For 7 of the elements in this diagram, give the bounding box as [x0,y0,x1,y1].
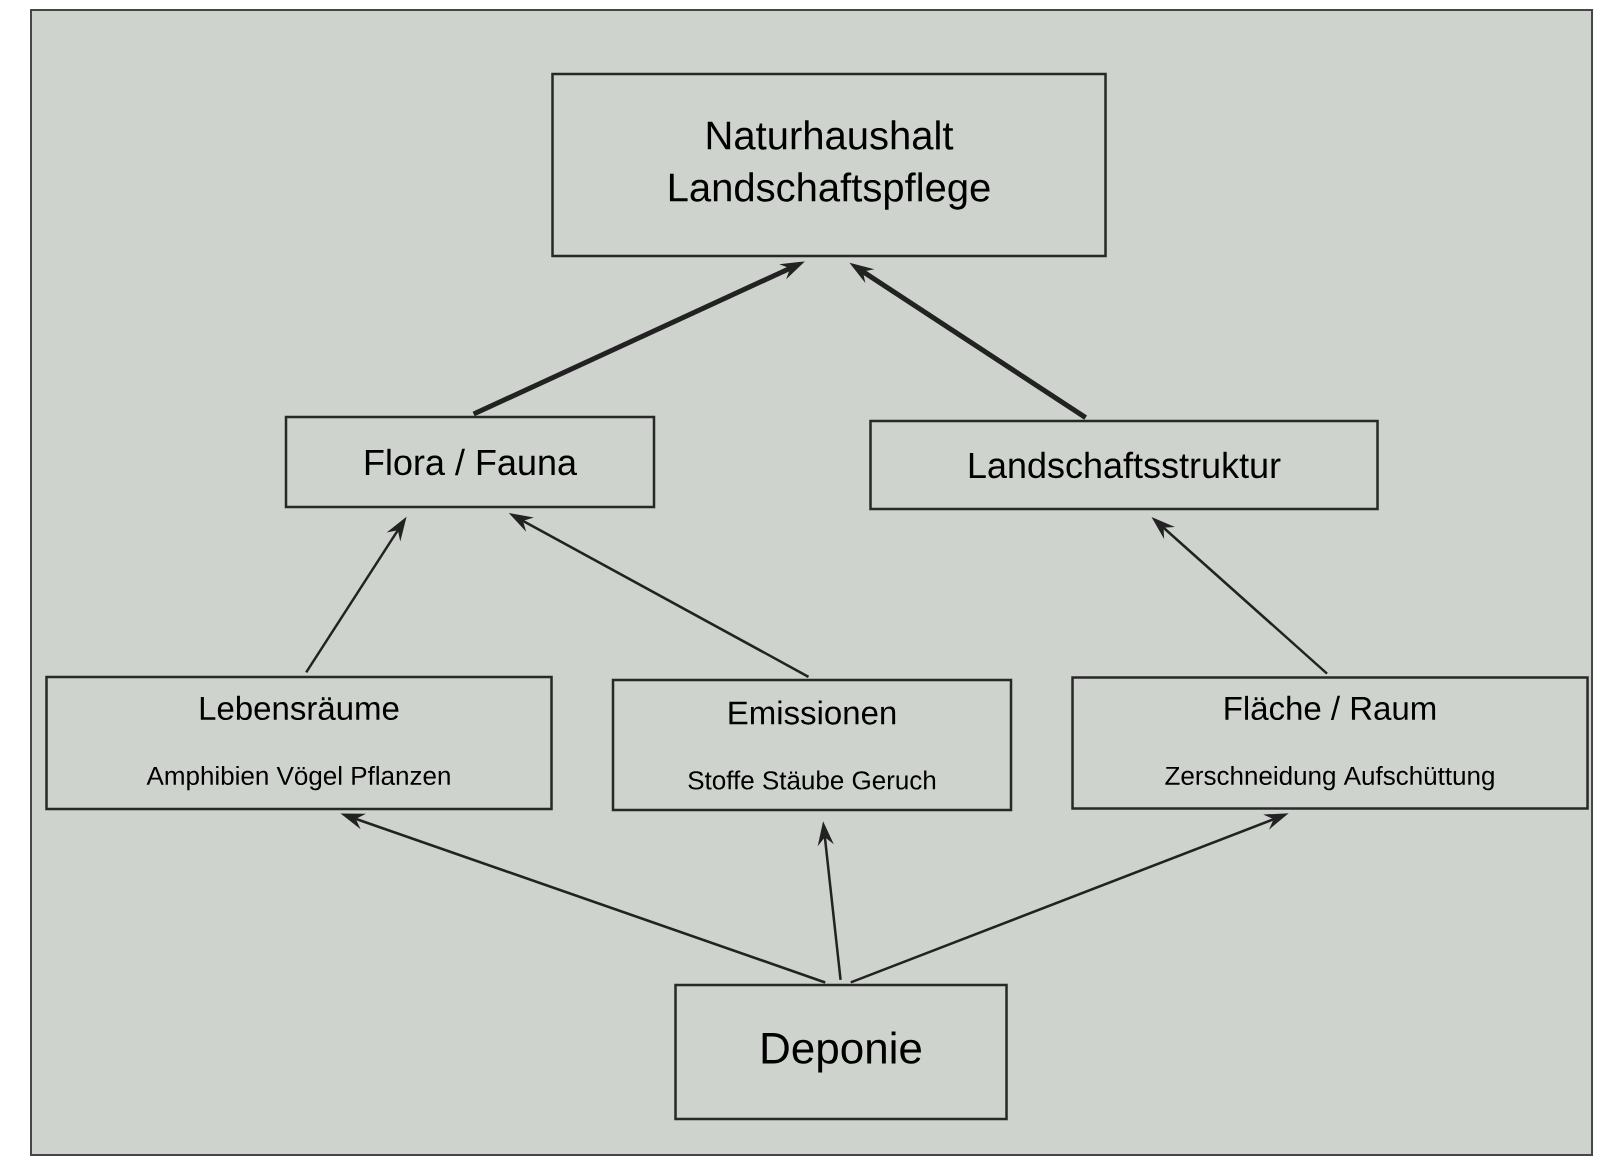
process-box: Flora / Fauna [284,415,656,509]
process-box: Naturhaushalt Landschaftspflege [551,72,1107,258]
process-box: Emissionen Stoffe Stäube Geruch [611,678,1013,812]
process-box: Landschaftsstruktur [869,419,1379,511]
process-box: Lebensräume Amphibien Vögel Pflanzen [45,675,553,811]
process-box: Deponie [674,983,1008,1121]
process-box: Fläche / Raum Zerschneidung Aufschüttung [1071,676,1589,810]
